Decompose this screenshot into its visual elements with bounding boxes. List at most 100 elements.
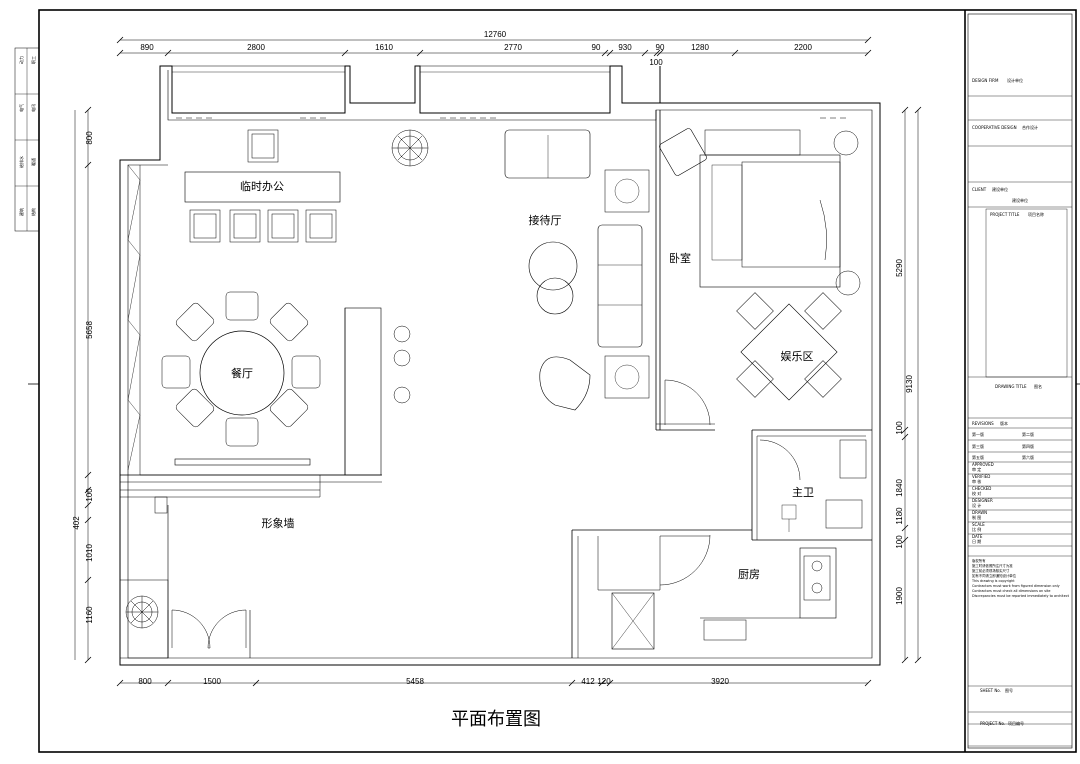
title-block-text: DESIGN FIRM 设计单位 COOPERATIVE DESIGN 合作设计… [971, 77, 1070, 726]
room-label-bedroom: 卧室 [669, 251, 691, 265]
dimension-tick [901, 536, 909, 544]
dimension-tick [84, 106, 92, 114]
dim-bottom-4: 412 [581, 677, 595, 686]
tb-drawn-cn: 制 图 [972, 514, 981, 520]
dimension-tick [653, 49, 661, 57]
tb-verified-en: VERIFIED [972, 474, 990, 479]
dim-top-4: 2770 [504, 43, 522, 52]
room-label-image-wall: 形象墙 [262, 516, 295, 530]
dim-left-5: 1010 [85, 544, 94, 562]
dim-bottom-2: 1500 [203, 677, 221, 686]
dimension-tick [901, 426, 909, 434]
room-label-entertainment: 娱乐区 [781, 349, 814, 363]
tb-note-2: 施工时请依照所注尺寸为准 [972, 563, 1013, 568]
side-label-3: 电气 [18, 104, 24, 112]
room-label-dining: 餐厅 [231, 366, 253, 380]
dimension-tick [568, 679, 576, 687]
dim-right-2: 9130 [905, 375, 914, 393]
tb-drawn-en: DRAWN [972, 510, 987, 515]
tb-client-en: CLIENT [972, 187, 987, 192]
tb-sheet-en: SHEET No. [980, 688, 1001, 693]
side-strip-labels: 动力 职工 电气 电讯 给排水 暖通 建筑 结构 [18, 56, 36, 216]
tb-rev1: 第一版 [972, 431, 984, 437]
tb-rev4: 第四版 [1022, 443, 1034, 449]
dim-bottom-3: 5458 [406, 677, 424, 686]
dim-left-4: 402 [72, 516, 81, 530]
tb-revisions-cn: 版本 [1000, 420, 1008, 426]
tb-note-7: Contractors must check all dimensions on… [972, 589, 1050, 593]
dim-top-8: 1280 [691, 43, 709, 52]
dimension-tick [901, 524, 909, 532]
floor-plan [119, 65, 881, 666]
tb-date-cn: 日 期 [972, 538, 981, 544]
dim-top-10: 100 [649, 58, 663, 67]
dimension-tick [84, 486, 92, 494]
dimension-tick [84, 161, 92, 169]
dimension-tick [116, 36, 124, 44]
tb-design-firm-en: DESIGN FIRM [972, 78, 999, 83]
tb-rev6: 第六版 [1022, 454, 1034, 460]
dim-bottom-6: 3920 [711, 677, 729, 686]
tb-project-cn: 项目名称 [1028, 211, 1044, 217]
tb-note-3: 施工前必须现场核实尺寸 [972, 568, 1010, 573]
dimension-tick [864, 49, 872, 57]
dimension-tick [164, 49, 172, 57]
dimension-tick [864, 679, 872, 687]
tb-drawing-en: DRAWING TITLE [995, 384, 1027, 389]
tb-sheet-cn: 图号 [1005, 687, 1013, 693]
dimension-tick [641, 49, 649, 57]
dimension-tick [84, 656, 92, 664]
side-label-7: 建筑 [18, 208, 24, 216]
title-block [968, 95, 1072, 747]
tb-note-5: This drawing is copyright [971, 579, 1015, 583]
tb-scale-cn: 比 例 [972, 526, 981, 532]
room-label-master-bath: 主卫 [792, 486, 814, 499]
tb-rev2: 第二版 [1022, 431, 1034, 437]
dimension-tick [901, 433, 909, 441]
dimension-tick [84, 471, 92, 479]
tb-note-8: Discrepancies must be reported immediate… [972, 594, 1070, 598]
dim-left-6: 1160 [85, 606, 94, 624]
tb-designer-en: DESIGNER [972, 498, 993, 503]
tb-note-6: Contractors must work from figured dimen… [972, 584, 1060, 588]
tb-rev5: 第五版 [972, 454, 984, 460]
dimension-tick [601, 49, 609, 57]
dimension-tick [914, 106, 922, 114]
tb-rev3: 第三版 [972, 443, 984, 449]
dim-right-6: 100 [895, 535, 904, 549]
tb-note-4: 如有不同请立即通知设计单位 [972, 573, 1017, 578]
dimension-tick [606, 49, 614, 57]
tb-client-value: 建设单位 [1012, 197, 1028, 203]
sheet-border [38, 9, 1077, 753]
dimension-tick [116, 679, 124, 687]
tb-coop-en: COOPERATIVE DESIGN [972, 125, 1017, 130]
tb-designer-cn: 设 计 [972, 502, 981, 508]
dimension-tick [598, 679, 606, 687]
tb-note-1: 版权所有 [972, 558, 986, 563]
dimension-tick [341, 49, 349, 57]
side-label-2: 职工 [31, 56, 36, 64]
dim-left-1: 800 [85, 131, 94, 145]
tb-approved-en: APPROVED [972, 462, 994, 467]
tb-checked-en: CHECKED [972, 486, 991, 491]
drawing-title: 平面布置图 [451, 709, 541, 730]
dim-left-2: 5658 [85, 321, 94, 339]
side-label-1: 动力 [18, 56, 24, 64]
tb-project-no-cn: 项目编号 [1008, 720, 1024, 726]
dim-right-4: 1840 [895, 479, 904, 497]
tb-scale-en: SCALE [972, 522, 985, 527]
tb-verified-cn: 审 核 [972, 478, 981, 484]
dimension-tick [606, 679, 614, 687]
dim-bottom-1: 800 [138, 677, 152, 686]
dim-right-5: 1180 [895, 507, 904, 525]
dim-top-9: 2200 [794, 43, 812, 52]
side-label-4: 电讯 [30, 104, 36, 112]
dimension-tick [84, 501, 92, 509]
dimension-tick [416, 49, 424, 57]
dimension-tick [252, 679, 260, 687]
dimension-tick [116, 49, 124, 57]
tb-coop-cn: 合作设计 [1022, 124, 1038, 130]
tb-drawing-cn: 图名 [1034, 383, 1042, 389]
dim-top-7: 90 [656, 43, 665, 52]
